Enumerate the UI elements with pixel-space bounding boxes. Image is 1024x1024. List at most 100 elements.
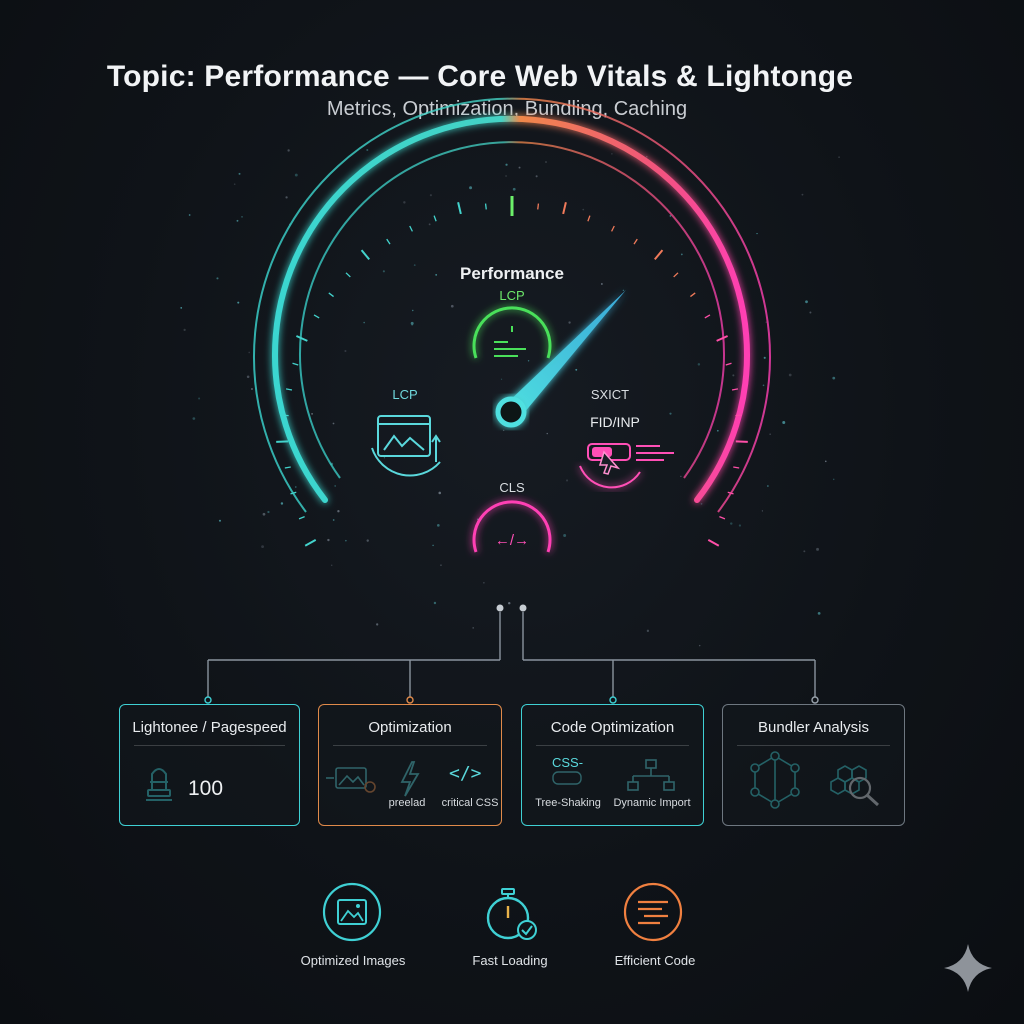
star-dot xyxy=(345,539,347,542)
star-dot xyxy=(376,623,379,626)
gauge-tick xyxy=(409,225,413,232)
star-dot xyxy=(622,289,625,292)
lines-icon xyxy=(623,882,683,942)
star-dot xyxy=(763,356,766,359)
card-code-optimization[interactable]: Code Optimization CSS- Tree-Shaking Dyna… xyxy=(521,704,704,826)
star-dot xyxy=(756,232,758,235)
star-dot xyxy=(285,196,288,199)
star-dot xyxy=(611,153,613,155)
card-lighthouse[interactable]: Lightonee / Pagespeed 100 xyxy=(119,704,300,826)
card-title: Optimization xyxy=(368,719,452,736)
star-dot xyxy=(832,478,835,481)
star-dot xyxy=(483,582,485,584)
gauge-tick xyxy=(285,388,293,391)
gauge-tick xyxy=(360,249,370,261)
star-dot xyxy=(250,388,253,390)
star-dot xyxy=(817,612,821,615)
star-dot xyxy=(730,522,733,525)
gauge-tick xyxy=(562,202,567,215)
gauge-tick xyxy=(731,388,739,391)
card-divider xyxy=(536,745,689,746)
star-dot xyxy=(198,397,201,400)
star-dot xyxy=(697,363,701,366)
gauge-inner-arc xyxy=(299,141,725,479)
star-dot xyxy=(280,502,284,505)
star-dot xyxy=(512,187,516,191)
gauge-needle xyxy=(505,290,626,419)
gauge-tick xyxy=(292,362,299,366)
star-dot xyxy=(801,193,804,196)
cls-label: CLS xyxy=(499,480,525,495)
star-dot xyxy=(500,378,503,380)
stopwatch-icon xyxy=(486,888,537,940)
gauge-tick xyxy=(611,225,615,232)
fid-inp-label: FID/INP xyxy=(590,414,640,430)
gauge-tick xyxy=(704,314,711,319)
star-dot xyxy=(413,264,416,267)
star-dot xyxy=(832,376,836,380)
gauge-tick xyxy=(304,539,317,547)
gauge-tick xyxy=(433,215,437,222)
fid-header-label: SXICT xyxy=(590,387,630,402)
gauge-tick xyxy=(727,491,734,495)
star-dot xyxy=(698,644,701,647)
gauge-tick xyxy=(690,292,696,298)
card-divider xyxy=(737,745,890,746)
gauge-tick xyxy=(386,238,391,245)
page-title: Topic: Performance — Core Web Vitals & L… xyxy=(106,60,854,93)
card-divider xyxy=(134,745,285,746)
star-dot xyxy=(824,460,827,463)
optimized-images-label: Optimized Images xyxy=(300,953,406,968)
gauge-center-title: Performance xyxy=(460,264,564,283)
lighthouse-score: 100 xyxy=(188,777,224,800)
gauge-tick xyxy=(484,203,487,210)
star-dot xyxy=(502,429,505,432)
dynamic-import-caption: Dynamic Import xyxy=(613,797,691,809)
star-dot xyxy=(505,163,508,166)
star-dot xyxy=(472,627,474,629)
star-dot xyxy=(788,373,792,377)
gauge-tick xyxy=(276,440,289,443)
sparkle-icon xyxy=(944,944,992,992)
fast-loading-label: Fast Loading xyxy=(472,953,548,968)
star-dot xyxy=(428,223,431,226)
star-dot xyxy=(809,311,812,314)
star-dot xyxy=(383,457,386,459)
gauge-tick xyxy=(707,539,720,547)
cls-glyph: ←/→ xyxy=(494,532,530,549)
star-dot xyxy=(700,503,703,505)
gauge-ticks xyxy=(276,202,748,547)
star-dot xyxy=(716,429,719,432)
lcp-left-label: LCP xyxy=(392,387,418,402)
star-dot xyxy=(680,475,682,478)
star-dot xyxy=(527,360,530,362)
star-dot xyxy=(188,214,191,216)
gauge-hub xyxy=(495,396,527,428)
star-dot xyxy=(337,510,340,513)
gauge-tick xyxy=(725,362,732,366)
card-bundler-analysis[interactable]: Bundler Analysis xyxy=(722,704,905,826)
star-dot xyxy=(311,412,313,415)
star-dot xyxy=(563,534,567,537)
star-dot xyxy=(450,304,454,308)
gauge-tick xyxy=(733,466,740,469)
gauge-outer-arc-rim xyxy=(253,97,771,513)
star-dot xyxy=(294,173,298,177)
gauge-tick xyxy=(654,249,664,261)
star-dot xyxy=(669,412,672,415)
star-dot xyxy=(216,277,219,280)
card-optimization[interactable]: Optimization </> preelad critical CSS xyxy=(318,704,502,826)
star-dot xyxy=(363,321,365,324)
star-dot xyxy=(440,564,442,566)
star-dot xyxy=(432,544,434,547)
card-divider xyxy=(333,745,487,746)
code-icon: </> xyxy=(449,763,482,784)
star-dot xyxy=(344,349,347,353)
star-dot xyxy=(435,273,438,276)
star-dot xyxy=(262,512,266,516)
page-subtitle: Metrics, Optimization, Bundling, Caching xyxy=(326,98,688,120)
css-label: CSS- xyxy=(552,755,584,770)
gauge-tick xyxy=(735,440,748,443)
preload-caption: preelad xyxy=(388,797,426,809)
